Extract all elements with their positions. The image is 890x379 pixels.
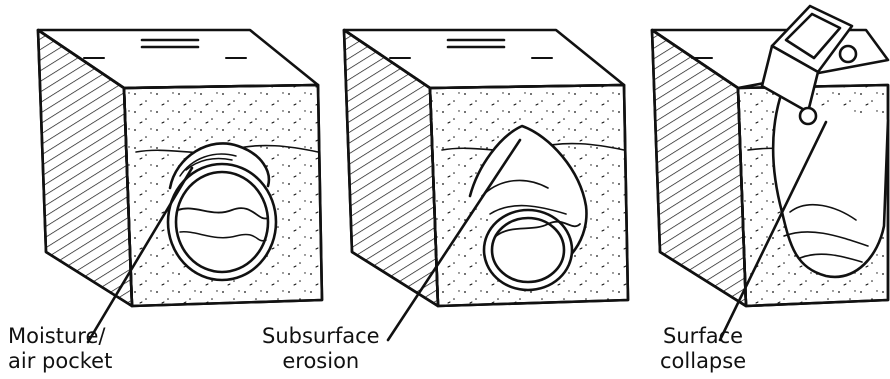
caption-line: air pocket: [8, 349, 112, 374]
panel-subsurface-erosion: [344, 30, 628, 340]
caption-surface-collapse: Surface collapse: [660, 324, 746, 374]
caption-line: Moisture/: [8, 324, 112, 349]
panel-moisture-air-pocket: [38, 30, 322, 342]
caption-subsurface-erosion: Subsurface erosion: [262, 324, 380, 374]
caption-line: collapse: [660, 349, 746, 374]
caption-moisture-air-pocket: Moisture/ air pocket: [8, 324, 112, 374]
pipe-with-air-pocket: [168, 143, 276, 280]
caption-line: Subsurface: [262, 324, 380, 349]
caption-line: Surface: [660, 324, 746, 349]
caption-line: erosion: [262, 349, 380, 374]
panel-surface-collapse: [652, 6, 888, 340]
